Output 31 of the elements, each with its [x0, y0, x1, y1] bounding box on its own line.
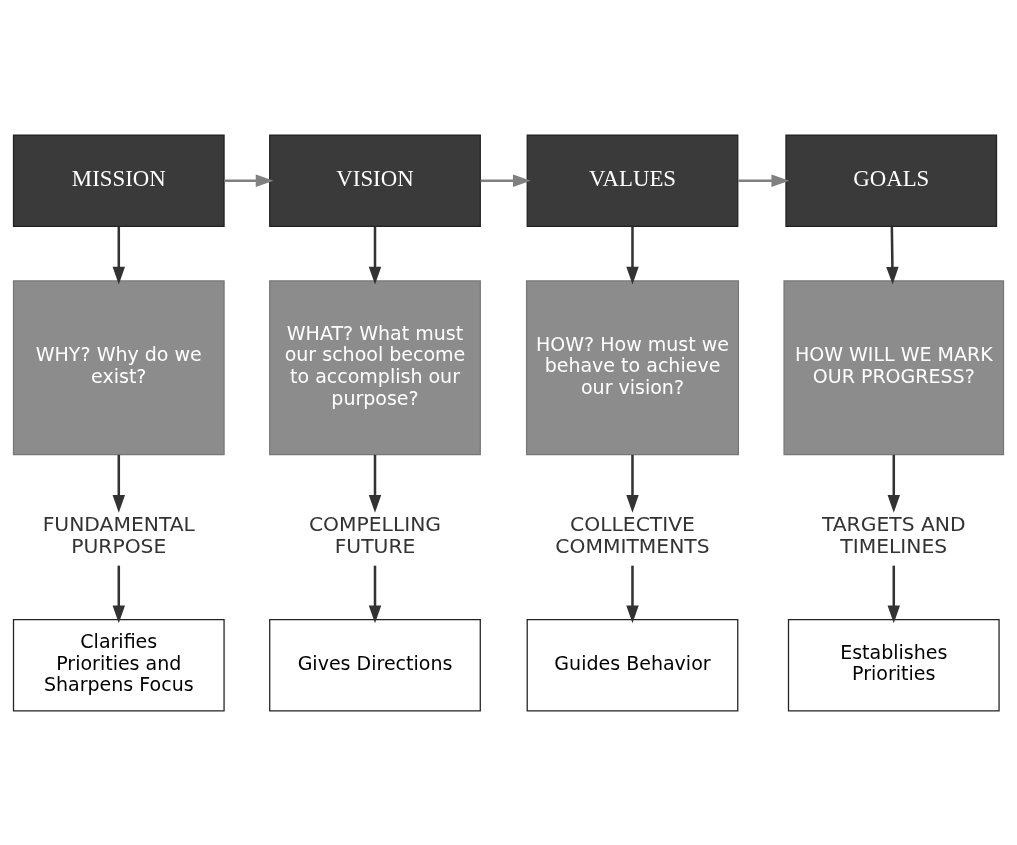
node-text: COMPELLING FUTURE [308, 511, 442, 558]
node-box: Guides Behavior [526, 618, 739, 712]
arrow [626, 454, 639, 513]
arrow [112, 454, 125, 513]
node-box: Gives Directions [269, 618, 481, 712]
arrow [626, 565, 639, 623]
node-box: WHY? Why do we exist? [12, 279, 225, 455]
node-box: HOW? How must we behave to achieve our vision? [525, 279, 740, 455]
arrow [738, 174, 790, 187]
arrow [887, 565, 900, 623]
node-box: GOALS [785, 133, 998, 227]
arrow [224, 174, 274, 187]
arrow [368, 226, 382, 285]
node-box: Clarifies Priorities and Sharpens Focus [12, 618, 225, 712]
arrow [112, 226, 125, 285]
node-box: WHAT? What must our school become to accomplish our purpose? [269, 279, 481, 455]
node-box: MISSION [12, 133, 225, 227]
node-text: TARGETS AND TIMELINES [821, 511, 966, 558]
node-box: Establishes Priorities [787, 618, 1000, 712]
node-box: VISION [269, 133, 481, 227]
arrow [886, 226, 899, 285]
node-box: VALUES [526, 133, 739, 227]
node-text: FUNDAMENTAL PURPOSE [42, 511, 195, 558]
arrow [480, 174, 531, 187]
node-box: HOW WILL WE MARK OUR PROGRESS? [783, 279, 1005, 455]
arrow [368, 565, 382, 623]
arrow [368, 454, 382, 513]
arrow [112, 565, 125, 623]
node-text: COLLECTIVE COMMITMENTS [555, 511, 710, 558]
arrow [887, 454, 900, 513]
arrow [626, 226, 639, 285]
